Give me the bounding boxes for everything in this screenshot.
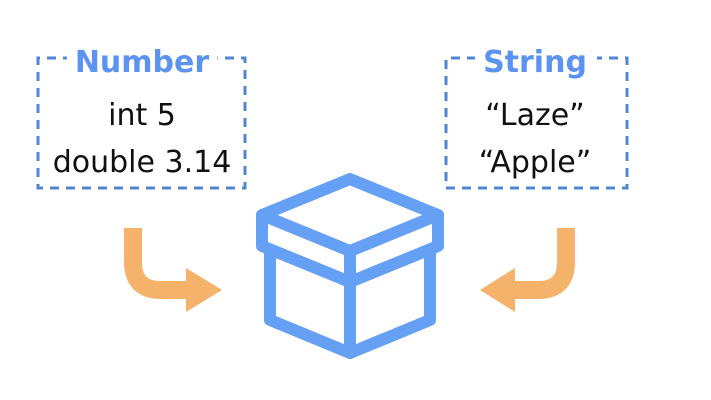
string-box: String “Laze” “Apple” bbox=[444, 45, 629, 190]
title-backing bbox=[475, 45, 595, 80]
number-box-line-2: double 3.14 bbox=[53, 145, 232, 180]
title-backing bbox=[66, 45, 218, 80]
string-box-title: String bbox=[483, 45, 587, 80]
curved-arrow-left-icon bbox=[480, 228, 575, 312]
string-box-line-1: “Laze” bbox=[485, 98, 584, 133]
curved-arrow-right-icon bbox=[124, 228, 222, 312]
number-box: Number int 5 double 3.14 bbox=[36, 45, 247, 190]
number-box-title: Number bbox=[75, 45, 210, 80]
string-box-border bbox=[444, 56, 629, 190]
box-icon bbox=[256, 173, 444, 359]
number-box-line-1: int 5 bbox=[108, 98, 176, 133]
string-box-line-2: “Apple” bbox=[479, 145, 592, 180]
